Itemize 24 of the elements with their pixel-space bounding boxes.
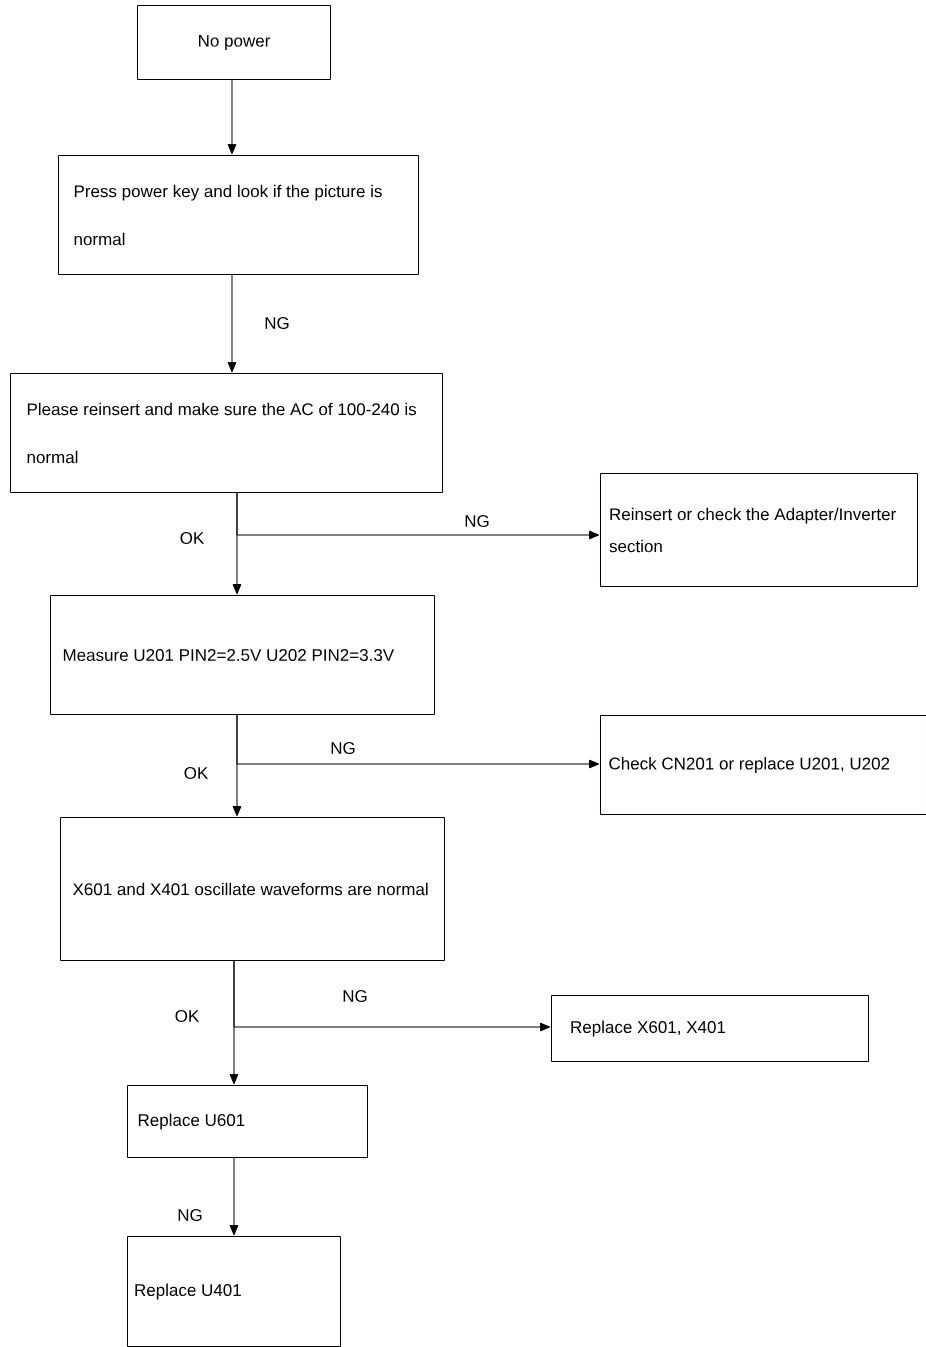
edge-label: NG xyxy=(463,514,491,529)
process-box: Please reinsert and make sure the AC of 100-240 is normal xyxy=(10,373,443,493)
process-box: X601 and X401 oscillate waveforms are normal xyxy=(60,817,445,961)
process-box: No power xyxy=(137,5,331,80)
edge-label: NG xyxy=(341,989,369,1004)
edge-label: NG xyxy=(263,316,291,331)
edge-label: NG xyxy=(176,1208,204,1222)
edge-label: NG xyxy=(329,741,357,756)
process-box: Measure U201 PIN2=2.5V U202 PIN2=3.3V xyxy=(50,595,435,715)
arrow xyxy=(236,714,600,769)
edge-label: OK xyxy=(182,766,210,781)
process-box: Reinsert or check the Adapter/Inverter section xyxy=(600,473,918,587)
process-box: Check CN201 or replace U201, U202 xyxy=(600,715,926,815)
arrow xyxy=(227,274,237,373)
process-box: Replace X601, X401 xyxy=(551,995,869,1062)
process-box: Press power key and look if the picture is normal xyxy=(58,155,419,275)
process-box: Replace U401 xyxy=(127,1236,341,1347)
process-box: Replace U601 xyxy=(127,1085,368,1158)
arrow xyxy=(229,1157,239,1236)
edge-label: OK xyxy=(178,531,206,546)
arrow xyxy=(227,79,237,155)
arrow xyxy=(236,492,600,540)
edge-label: OK xyxy=(173,1009,201,1024)
arrow xyxy=(233,960,551,1032)
